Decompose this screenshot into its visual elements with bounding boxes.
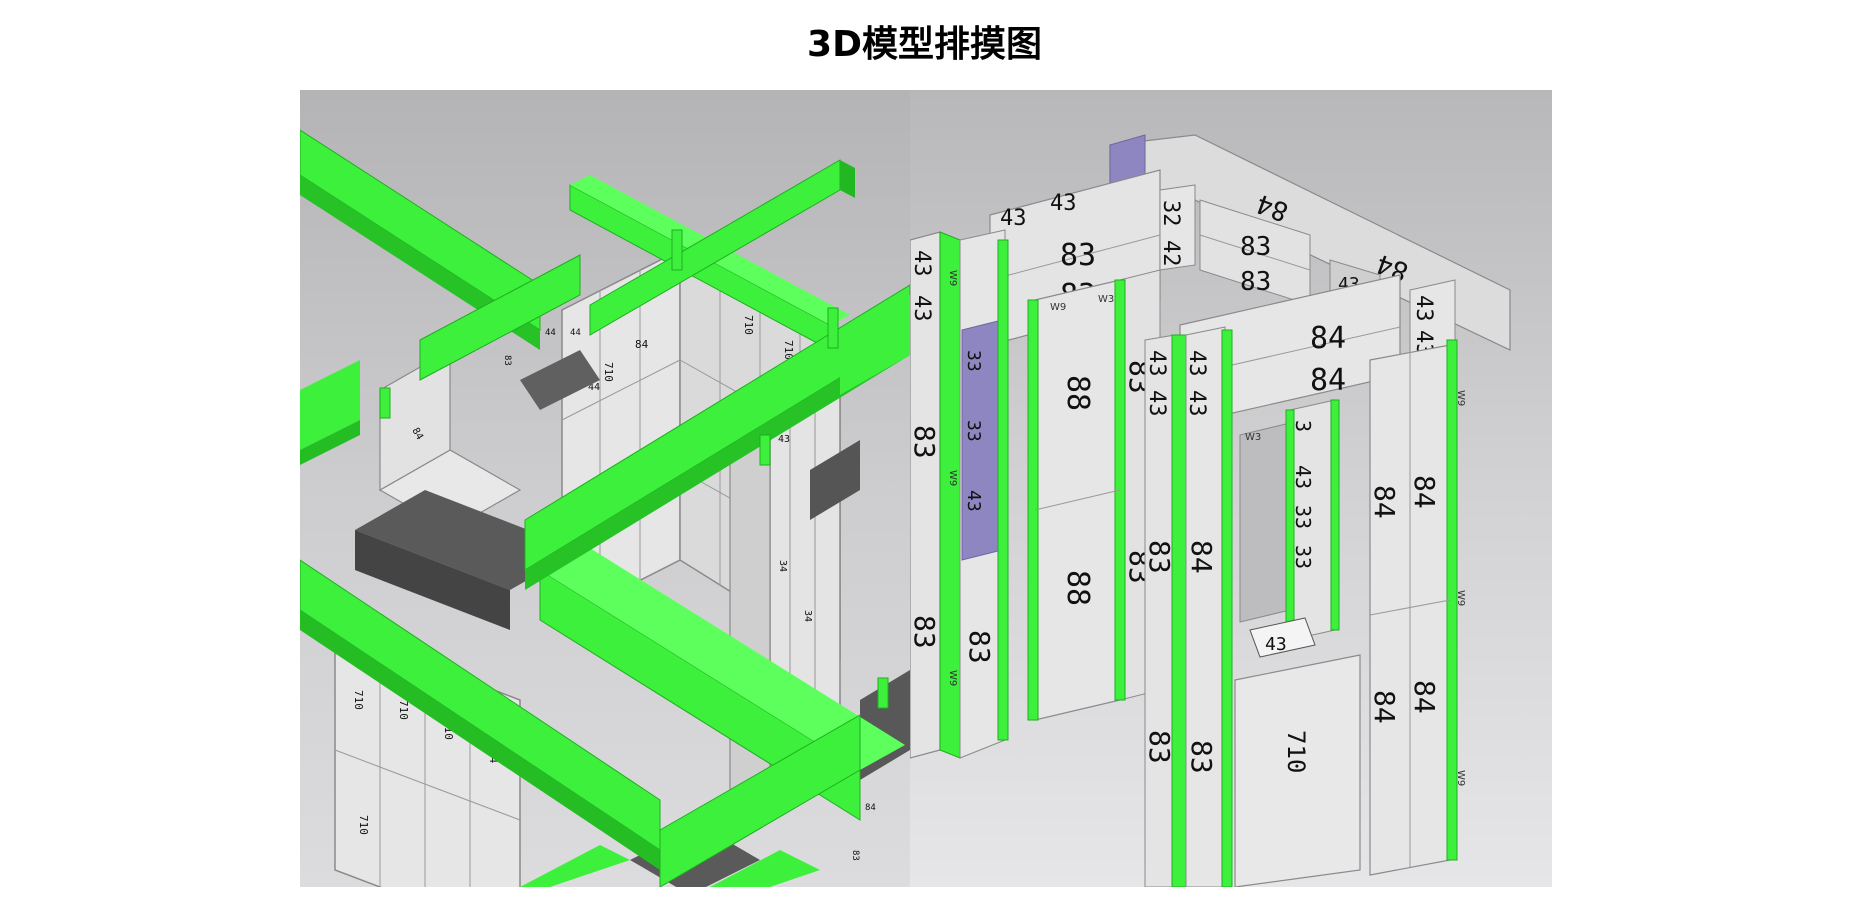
- label-w9-r-b: W9: [1455, 590, 1466, 606]
- front-lintel: 84 84 43 43: [1179, 274, 1456, 426]
- label-43-pier-a: 43: [1144, 350, 1169, 377]
- label-83-inner-b: 83: [1240, 267, 1271, 297]
- label-32: 32: [1158, 200, 1183, 227]
- label-84-rpier-a: 84: [1368, 485, 1401, 519]
- label-w9-c: W9: [947, 670, 958, 686]
- label-42: 42: [1158, 240, 1183, 267]
- label-83-col-a: 83: [910, 425, 941, 459]
- label-710-right: 710: [1282, 730, 1310, 773]
- label-33-window-a: 33: [1291, 505, 1315, 529]
- center-column: 88 88 83 83 W9 W3: [1027, 269, 1161, 721]
- label-84-rpier-d: 84: [1408, 680, 1441, 714]
- label-w9-lintel: W9: [1050, 302, 1066, 313]
- label-83-pier-a: 83: [1143, 540, 1176, 574]
- window-opening: 3 43 33 33 43 W3: [1239, 399, 1340, 658]
- label-88-a: 88: [1060, 375, 1095, 411]
- label-83-b: 83: [850, 850, 860, 861]
- label-w9-b: W9: [947, 470, 958, 486]
- label-710-a: 710: [602, 362, 615, 382]
- label-w9-r-a: W9: [1455, 390, 1466, 406]
- label-83-col-b: 83: [910, 615, 941, 649]
- label-83-lintel-a: 83: [1060, 238, 1096, 273]
- label-43-pier-b: 43: [1144, 390, 1169, 417]
- label-84-a: 84: [635, 338, 649, 351]
- label-84-rpier-b: 84: [1408, 475, 1441, 509]
- page-title: 3D模型排摸图: [807, 24, 1042, 65]
- label-43-right-a: 43: [1411, 295, 1436, 322]
- label-43-pier-d: 43: [1184, 390, 1209, 417]
- label-43-col-a: 43: [910, 250, 934, 277]
- left-column: 43 43 83 83 83 33 33 43 W9 W9 W9: [910, 229, 1009, 759]
- model-figure: 710 710 710 710 84 44 84 34 34: [300, 90, 1552, 887]
- label-43-pier-c: 43: [1184, 350, 1209, 377]
- label-83-col-c: 83: [963, 630, 996, 664]
- label-84-b: 84: [409, 426, 425, 442]
- label-83-pier-c: 83: [1185, 740, 1218, 774]
- label-83-inner-a: 83: [1240, 232, 1271, 262]
- bottom-panel-710: 710: [1234, 654, 1361, 887]
- label-710-e: 710: [352, 690, 365, 710]
- label-w3-window: W3: [1245, 432, 1261, 443]
- label-710-h: 710: [357, 815, 370, 835]
- left-formwork-model: 710 710 710 710 84 44 84 34 34: [300, 90, 910, 887]
- label-710-f: 710: [397, 700, 410, 720]
- label-34-a: 34: [777, 560, 788, 572]
- label-w9-r-c: W9: [1455, 770, 1466, 786]
- label-34-b: 34: [802, 610, 813, 622]
- green-beams: [300, 129, 910, 887]
- label-44-c: 44: [570, 328, 581, 338]
- label-44-a: 44: [588, 382, 600, 393]
- label-w9-a: W9: [947, 270, 958, 286]
- label-43-window: 43: [1291, 465, 1315, 489]
- label-43-a: 43: [778, 434, 790, 445]
- label-43-top-b: 43: [1050, 191, 1077, 216]
- front-left-pier: 43 43 43 43 83 83 84 83: [1143, 326, 1233, 887]
- label-84-rpier-c: 84: [1368, 690, 1401, 724]
- front-right-pier: 84 84 84 84 W9 W9 W9: [1368, 339, 1466, 876]
- label-84-pier: 84: [1185, 540, 1218, 574]
- label-84-lintel-a: 84: [1310, 321, 1346, 356]
- label-84-lintel-b: 84: [1310, 363, 1346, 398]
- label-88-b: 88: [1060, 570, 1095, 606]
- label-43-col-b: 43: [910, 295, 934, 322]
- label-83-pier-b: 83: [1143, 730, 1176, 764]
- label-33-window-b: 33: [1291, 545, 1315, 569]
- label-33-purple-b: 33: [963, 420, 984, 442]
- label-44-b: 44: [545, 328, 556, 338]
- right-formwork-model: 44 84 84 83 83 43 43 43 43 83 8: [910, 90, 1552, 887]
- label-w3-lintel: W3: [1098, 294, 1114, 305]
- label-33-purple-a: 33: [963, 350, 984, 372]
- label-3-window: 3: [1291, 420, 1315, 432]
- label-710-b: 710: [742, 315, 755, 335]
- label-710-c: 710: [782, 340, 795, 360]
- label-43-purple: 43: [963, 490, 984, 512]
- label-84-d: 84: [865, 803, 876, 813]
- label-43-top-a: 43: [1000, 206, 1027, 231]
- label-43-sill: 43: [1265, 634, 1287, 655]
- label-83-a: 83: [502, 355, 512, 366]
